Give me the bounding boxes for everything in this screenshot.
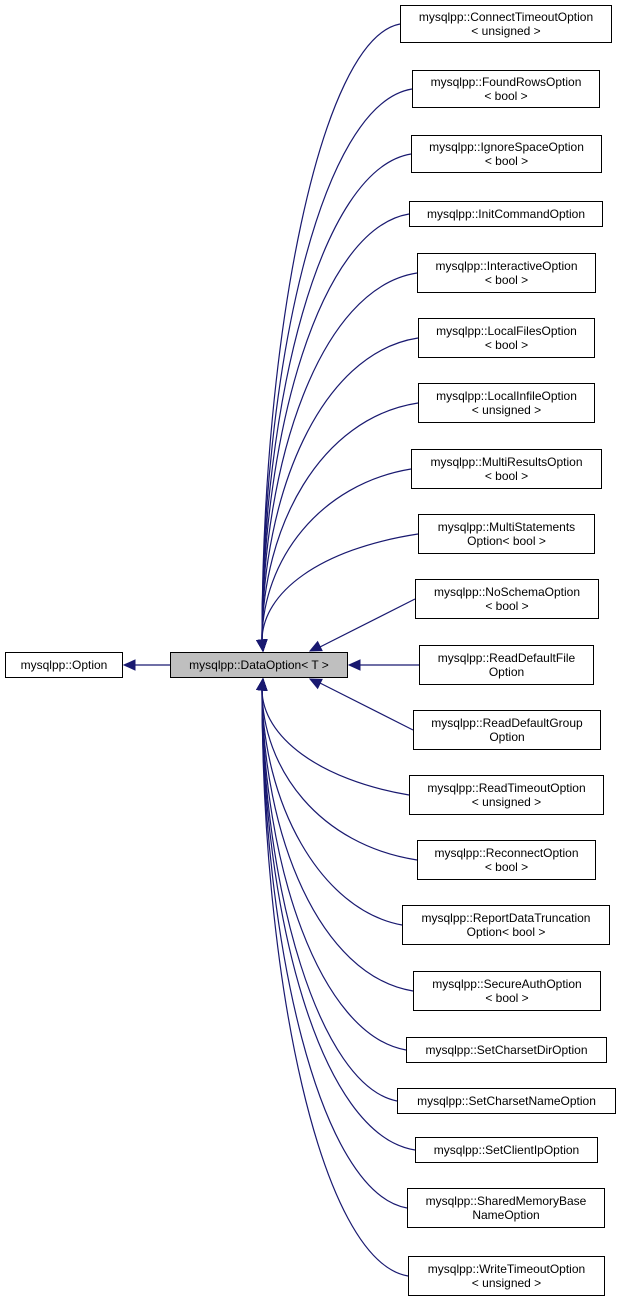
node-label-line2: Option — [488, 665, 525, 679]
node-label-line2: Option — [489, 730, 525, 744]
edge-set-charset-dir — [261, 688, 407, 1051]
node-data-option[interactable]: mysqlpp::DataOption< T > — [170, 652, 348, 678]
node-label: mysqlpp::MultiResultsOption — [430, 455, 583, 469]
node-label: mysqlpp::LocalFilesOption — [436, 324, 577, 338]
node-label: mysqlpp::NoSchemaOption — [433, 585, 581, 599]
node-label-line2: < bool > — [485, 991, 529, 1005]
node-local-files[interactable]: mysqlpp::LocalFilesOption< bool > — [418, 318, 595, 358]
node-label-line2: < unsigned > — [471, 1276, 542, 1290]
node-label: mysqlpp::ReadTimeoutOption — [427, 781, 586, 795]
node-label: mysqlpp::LocalInfileOption — [436, 389, 577, 403]
node-set-charset-dir[interactable]: mysqlpp::SetCharsetDirOption — [406, 1037, 607, 1063]
edge-set-client-ip — [261, 688, 416, 1151]
node-set-charset-name[interactable]: mysqlpp::SetCharsetNameOption — [397, 1088, 616, 1114]
edge-init-command — [261, 213, 410, 642]
arrowhead-read-default-file — [347, 659, 361, 671]
edge-local-files — [261, 337, 419, 642]
edge-shared-memory-base-name — [261, 688, 408, 1209]
edge-read-timeout — [261, 688, 410, 796]
node-label: mysqlpp::WriteTimeoutOption — [427, 1262, 586, 1276]
edge-no-schema — [317, 598, 416, 649]
node-label-line2: Option< bool > — [466, 925, 546, 939]
node-label-line2: < bool > — [484, 154, 529, 168]
node-label: mysqlpp::MultiStatements — [437, 520, 576, 534]
node-no-schema[interactable]: mysqlpp::NoSchemaOption< bool > — [415, 579, 599, 619]
edge-interactive — [261, 272, 418, 642]
node-label-line2: < unsigned > — [471, 403, 542, 417]
edge-multi-results — [261, 468, 412, 642]
edge-connect-timeout — [261, 23, 401, 642]
node-label: mysqlpp::SetCharsetNameOption — [417, 1094, 596, 1108]
node-label: mysqlpp::ReadDefaultFile — [437, 651, 576, 665]
edge-found-rows — [261, 88, 413, 642]
node-multi-results[interactable]: mysqlpp::MultiResultsOption< bool > — [411, 449, 602, 489]
node-label: mysqlpp::ReconnectOption — [434, 846, 579, 860]
node-label: mysqlpp::FoundRowsOption — [430, 75, 582, 89]
node-label-line2: < bool > — [485, 599, 529, 613]
node-connect-timeout[interactable]: mysqlpp::ConnectTimeoutOption< unsigned … — [400, 5, 612, 43]
node-label: mysqlpp::InteractiveOption — [435, 259, 578, 273]
node-label: mysqlpp::ConnectTimeoutOption — [418, 10, 594, 24]
node-set-client-ip[interactable]: mysqlpp::SetClientIpOption — [415, 1137, 598, 1163]
node-found-rows[interactable]: mysqlpp::FoundRowsOption< bool > — [412, 70, 600, 108]
node-label-line2: < bool > — [484, 273, 529, 287]
node-option[interactable]: mysqlpp::Option — [5, 652, 123, 678]
arrowhead-option — [122, 659, 136, 671]
arrowhead-read-default-group — [308, 678, 323, 690]
node-label: mysqlpp::IgnoreSpaceOption — [429, 140, 584, 154]
node-local-infile[interactable]: mysqlpp::LocalInfileOption< unsigned > — [418, 383, 595, 423]
node-read-timeout[interactable]: mysqlpp::ReadTimeoutOption< unsigned > — [409, 775, 604, 815]
node-label: mysqlpp::ReadDefaultGroup — [431, 716, 583, 730]
node-label: mysqlpp::Option — [20, 658, 108, 672]
arrowhead-write-timeout — [256, 677, 268, 692]
node-label-line2: < bool > — [484, 469, 529, 483]
node-label: mysqlpp::SharedMemoryBase — [425, 1194, 587, 1208]
edge-read-default-group — [317, 681, 414, 731]
node-reconnect[interactable]: mysqlpp::ReconnectOption< bool > — [417, 840, 596, 880]
node-interactive[interactable]: mysqlpp::InteractiveOption< bool > — [417, 253, 596, 293]
node-label: mysqlpp::SetCharsetDirOption — [425, 1043, 588, 1057]
edge-report-data-truncation — [261, 688, 403, 926]
node-label-line2: < bool > — [484, 860, 529, 874]
edge-reconnect — [261, 688, 418, 861]
edge-ignore-space — [261, 153, 412, 642]
node-label: mysqlpp::InitCommandOption — [426, 207, 586, 221]
node-label: mysqlpp::SetClientIpOption — [433, 1143, 580, 1157]
edge-secure-auth — [261, 688, 414, 992]
node-label-line2: < bool > — [484, 89, 528, 103]
edge-write-timeout — [261, 688, 409, 1277]
arrowhead-multi-statements — [256, 638, 268, 653]
edge-local-infile — [261, 402, 419, 642]
node-secure-auth[interactable]: mysqlpp::SecureAuthOption< bool > — [413, 971, 601, 1011]
node-label: mysqlpp::ReportDataTruncation — [421, 911, 591, 925]
edge-multi-statements — [261, 533, 419, 642]
node-ignore-space[interactable]: mysqlpp::IgnoreSpaceOption< bool > — [411, 135, 602, 173]
node-label-line2: < unsigned > — [471, 795, 542, 809]
node-label: mysqlpp::DataOption< T > — [189, 658, 329, 672]
node-label-line2: NameOption — [472, 1208, 540, 1222]
node-label-line2: < unsigned > — [471, 24, 541, 38]
node-init-command[interactable]: mysqlpp::InitCommandOption — [409, 201, 603, 227]
node-write-timeout[interactable]: mysqlpp::WriteTimeoutOption< unsigned > — [408, 1256, 605, 1296]
node-label-line2: Option< bool > — [467, 534, 546, 548]
node-label: mysqlpp::SecureAuthOption — [432, 977, 582, 991]
arrowhead-no-schema — [308, 640, 323, 652]
node-label-line2: < bool > — [484, 338, 529, 352]
edge-set-charset-name — [261, 688, 398, 1102]
